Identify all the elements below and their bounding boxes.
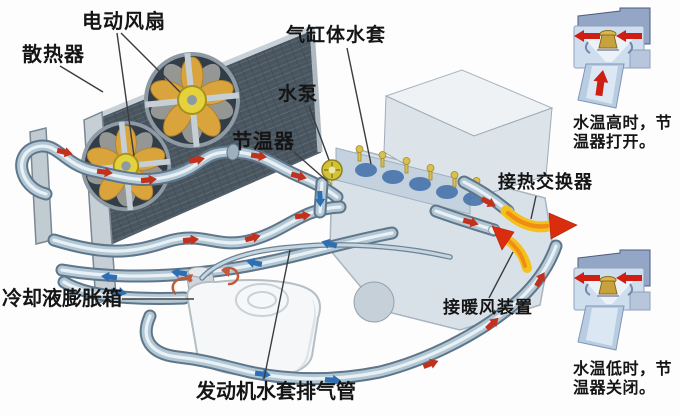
pipes xyxy=(22,143,392,298)
flame-arrow-out xyxy=(500,205,578,240)
label-radiator: 散热器 xyxy=(22,42,85,66)
label-electric-fan: 电动风扇 xyxy=(82,9,166,33)
inset-open-caption-line2: 温器打开。 xyxy=(573,132,656,151)
label-heat-exchanger: 接热交换器 xyxy=(498,172,593,193)
label-water-pump: 水泵 xyxy=(278,83,319,105)
inset-closed-caption-line1: 水温低时，节 xyxy=(573,359,673,378)
inset-open-caption-line1: 水温高时，节 xyxy=(573,113,673,132)
label-heater-device: 接暖风装置 xyxy=(443,298,533,318)
expansion-tank-illustration xyxy=(171,266,321,378)
flame-arrow-in xyxy=(491,225,532,273)
fan-icon xyxy=(144,52,240,148)
thermostat-inset-closed xyxy=(573,249,651,351)
label-vent-pipe: 发动机水套排气管 xyxy=(196,379,356,403)
leader-lines xyxy=(59,32,537,380)
thermostat-inset-open xyxy=(573,7,651,109)
radiator-illustration xyxy=(29,25,323,306)
inset-closed-caption-line2: 温器关闭。 xyxy=(573,378,656,397)
engine-illustration xyxy=(316,69,554,331)
water-pump-wheel xyxy=(321,159,343,181)
label-cylinder-jacket: 气缸体水套 xyxy=(286,24,387,46)
label-thermostat: 节温器 xyxy=(232,129,295,153)
label-expansion-tank: 冷却液膨胀箱 xyxy=(2,286,122,310)
